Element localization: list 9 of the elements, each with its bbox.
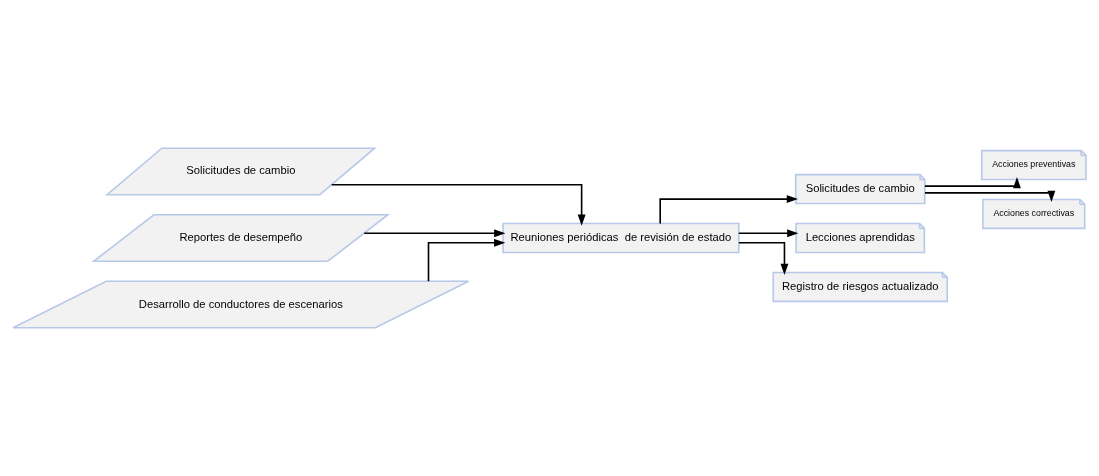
arrow (924, 190, 1056, 202)
arrow (363, 229, 506, 238)
arrow (427, 238, 506, 282)
arrow (738, 242, 789, 275)
arrow (659, 195, 798, 225)
arrow (924, 177, 1021, 189)
node-box: Reuniones periódicas de revisión de estado (502, 222, 740, 254)
arrow (330, 183, 586, 226)
arrow (738, 229, 799, 238)
